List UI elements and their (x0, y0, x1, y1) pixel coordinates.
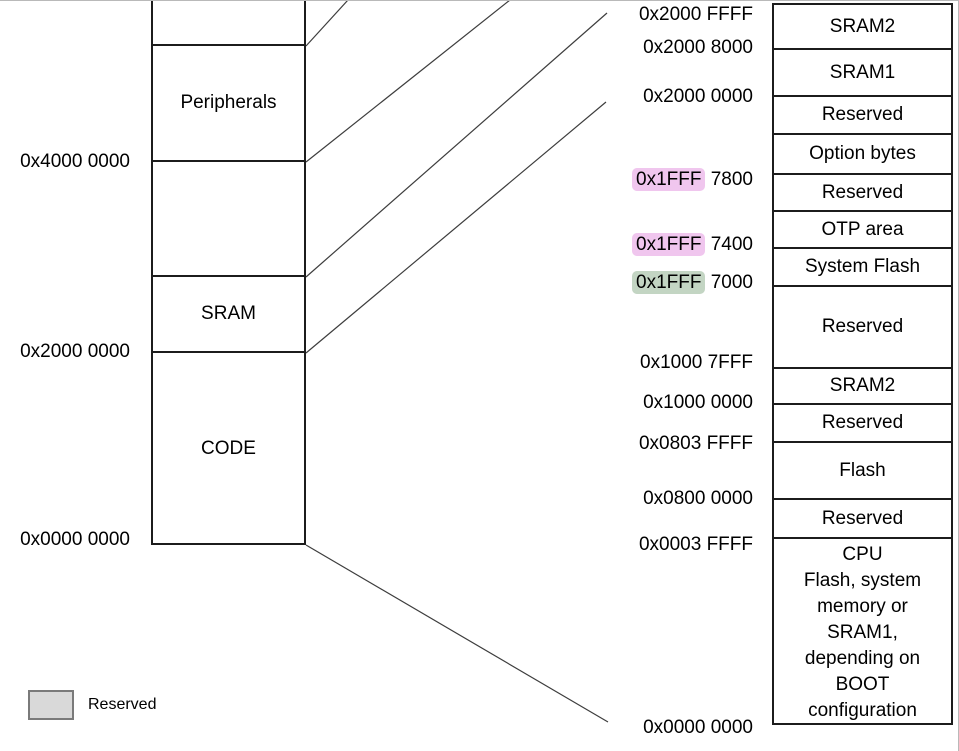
address-label: 0x1000 7FFF (640, 352, 753, 373)
left-region-label: CODE (201, 438, 256, 459)
memory-row-label: Option bytes (809, 143, 916, 164)
memory-row-label: Reserved (821, 412, 904, 433)
connector-line (305, 0, 511, 163)
memory-row-sram1: SRAM1 (774, 50, 951, 97)
address-label: 0x2000 FFFF (638, 4, 753, 25)
memory-row-reserved: Reserved (774, 500, 951, 539)
memory-row-sram2: SRAM2 (774, 369, 951, 405)
address-part: 7800 (705, 169, 753, 190)
address-label: 0x0803 FFFF (638, 433, 753, 454)
address-label: 0x2000 0000 (20, 341, 130, 362)
memory-row-reserved: Reserved (774, 287, 951, 369)
legend-reserved-swatch (28, 690, 74, 720)
memory-row-label: CPU Flash, system memory or SRAM1, depen… (803, 544, 922, 721)
address-label: 0x0003 FFFF (638, 534, 753, 555)
left-region-sram: SRAM (153, 277, 304, 353)
legend: Reserved (28, 690, 156, 720)
memory-row-label: SRAM2 (829, 15, 896, 37)
legend-reserved-label: Reserved (88, 696, 157, 713)
left-region-peripherals: Peripherals (153, 46, 304, 162)
address-part: 7000 (705, 272, 753, 293)
highlighted-address-part: 0x1FFF (632, 271, 706, 294)
address-label: 0x0000 0000 (643, 717, 753, 738)
left-region-reserved (153, 0, 304, 46)
memory-row-system-flash: System Flash (774, 249, 951, 287)
memory-row-label: Reserved (821, 316, 904, 337)
memory-row-label: Reserved (821, 507, 904, 529)
memory-row-option-bytes: Option bytes (774, 135, 951, 175)
address-part: 7400 (705, 234, 753, 255)
memory-row-sram2: SRAM2 (774, 5, 951, 50)
memory-row-label: SRAM1 (829, 61, 896, 83)
address-label: 0x0000 0000 (20, 529, 130, 550)
address-label: 0x2000 8000 (643, 37, 753, 58)
address-label: 0x2000 0000 (643, 86, 753, 107)
page-top-hairline (0, 0, 959, 1)
address-label: 0x1000 0000 (643, 392, 753, 413)
connector-line (305, 12, 608, 278)
connector-line (305, 544, 609, 723)
address-label: 0x1FFF 7000 (632, 270, 753, 296)
address-label: 0x0800 0000 (643, 488, 753, 509)
address-label: 0x4000 0000 (20, 151, 130, 172)
memory-row-cpu: CPU Flash, system memory or SRAM1, depen… (774, 539, 951, 723)
connector-line (305, 0, 349, 47)
left-region-reserved (153, 162, 304, 277)
memory-row-label: Reserved (821, 104, 904, 125)
memory-row-otp-area: OTP area (774, 212, 951, 249)
memory-row-reserved: Reserved (774, 175, 951, 212)
memory-row-label: System Flash (804, 256, 921, 277)
highlighted-address-part: 0x1FFF (632, 168, 706, 191)
left-region-label: Peripherals (180, 92, 277, 113)
memory-row-label: OTP area (821, 218, 904, 240)
memory-row-label: SRAM2 (829, 375, 896, 396)
memory-row-label: Flash (839, 459, 886, 481)
connector-line (305, 101, 607, 354)
memory-row-flash: Flash (774, 443, 951, 500)
left-region-code: CODE (153, 353, 304, 543)
memory-row-label: Reserved (821, 181, 904, 203)
left-region-label: SRAM (201, 303, 256, 324)
memory-row-reserved: Reserved (774, 97, 951, 135)
address-label: 0x1FFF 7800 (632, 167, 753, 193)
memory-row-reserved: Reserved (774, 405, 951, 443)
highlighted-address-part: 0x1FFF (632, 233, 706, 256)
address-label: 0x1FFF 7400 (632, 232, 753, 258)
